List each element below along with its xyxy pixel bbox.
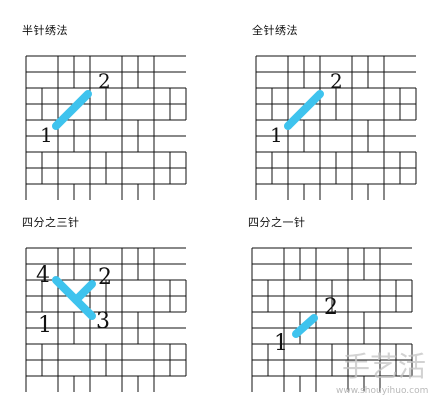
label-4: 4 xyxy=(36,263,50,288)
panel-title-half-stitch: 半针绣法 xyxy=(22,24,68,37)
label-2: 2 xyxy=(98,265,112,290)
label-1: 1 xyxy=(270,123,283,147)
panel-title-full-stitch: 全针绣法 xyxy=(252,24,298,37)
weave-grid xyxy=(251,247,413,392)
weave-grid xyxy=(25,55,187,200)
label-2: 2 xyxy=(330,69,343,93)
label-2: 2 xyxy=(324,295,338,320)
weave-diagram-full-stitch: 1 2 xyxy=(255,55,417,200)
weave-diagram-three-quarter-stitch: 4 2 1 3 xyxy=(25,247,187,392)
label-2: 2 xyxy=(98,69,111,93)
stitch-line-short xyxy=(72,280,96,304)
weave-diagram-quarter-stitch: 1 2 xyxy=(251,247,413,392)
stitch-line xyxy=(284,90,324,130)
label-1: 1 xyxy=(40,123,53,147)
weave-grid xyxy=(255,55,417,200)
label-1: 1 xyxy=(274,331,288,356)
weave-diagram-half-stitch: 1 2 xyxy=(25,55,187,200)
stitch-line xyxy=(292,314,318,338)
watermark-logo: 手艺活 xyxy=(342,350,426,383)
watermark-url: www.shouyihuo.com xyxy=(336,386,429,396)
label-1: 1 xyxy=(38,313,52,338)
label-3: 3 xyxy=(96,309,110,334)
panel-title-three-quarter-stitch: 四分之三针 xyxy=(22,216,80,229)
stitch-line xyxy=(52,90,92,130)
panel-title-quarter-stitch: 四分之一针 xyxy=(248,216,306,229)
svg-text:手艺活: 手艺活 xyxy=(342,350,426,383)
